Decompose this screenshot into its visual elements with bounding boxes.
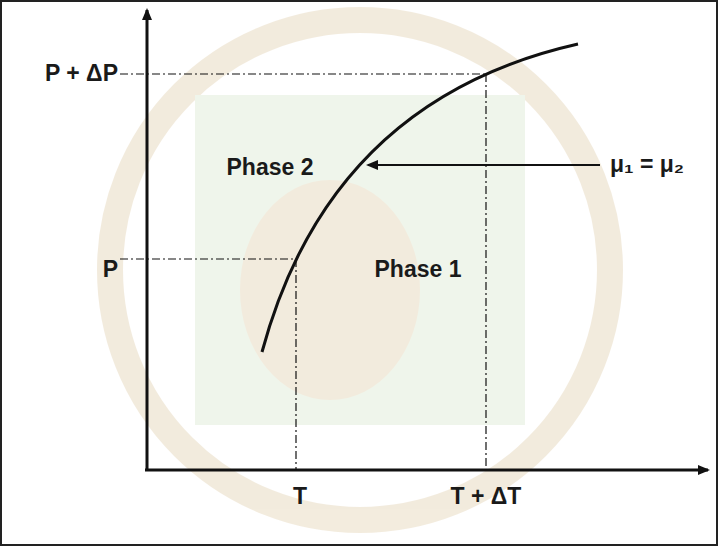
- axis-value: T: [293, 484, 307, 509]
- axis-value: T + ΔT: [451, 484, 522, 509]
- equilibrium-label: μ₁ = μ₂: [610, 152, 684, 177]
- axis-value: P: [103, 257, 118, 282]
- x-axis: [145, 469, 708, 472]
- guide-lines: [120, 74, 486, 470]
- coexistence-curve: [262, 44, 578, 352]
- region-label: Phase 1: [375, 257, 462, 282]
- leader-arrow: [368, 164, 600, 166]
- y-axis: [146, 10, 149, 470]
- watermark: [110, 20, 610, 520]
- axis-value: P + ΔP: [45, 61, 118, 86]
- region-label: Phase 2: [227, 155, 314, 180]
